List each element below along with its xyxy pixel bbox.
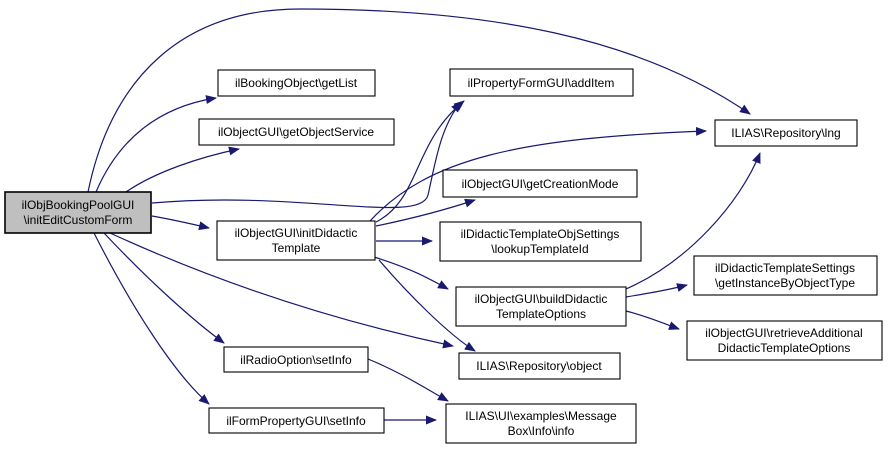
node-retrieveAdditionalDidacticTemplateOptions[interactable]: ilObjectGUI\retrieveAdditional DidacticT…: [686, 320, 883, 361]
node-formPropertySetInfo[interactable]: ilFormPropertyGUI\setInfo: [208, 407, 385, 434]
node-lookupTemplateId[interactable]: ilDidacticTemplateObjSettings \lookupTem…: [439, 221, 642, 262]
node-buildDidacticTemplateOptions-box[interactable]: [455, 286, 627, 327]
node-lookupTemplateId-box[interactable]: [439, 221, 642, 262]
edge-initDidacticTemplate-to-lng: [369, 126, 707, 222]
node-initDidacticTemplate-label-line1: ilObjectGUI\initDidactic: [235, 226, 358, 240]
node-initDidacticTemplate-box[interactable]: [216, 220, 376, 261]
node-initDidacticTemplate[interactable]: ilObjectGUI\initDidactic Template: [216, 220, 376, 261]
edge-buildDidacticTemplateOptions-to-getInstanceByObjectType: [625, 283, 688, 298]
node-getInstanceByObjectType-label-line1: ilDidacticTemplateSettings: [715, 261, 855, 275]
node-retrieveAdditionalDidacticTemplateOptions-label-line2: DidacticTemplateOptions: [718, 341, 851, 355]
node-retrieveAdditionalDidacticTemplateOptions-label-line1: ilObjectGUI\retrieveAdditional: [705, 326, 862, 340]
node-object-box[interactable]: [458, 352, 621, 380]
edge-initEditCustomForm-to-getObjectService: [125, 146, 240, 193]
edge-initEditCustomForm-to-addItem: [151, 101, 462, 209]
node-getList[interactable]: ilBookingObject\getList: [217, 69, 376, 97]
node-messageBoxInfo-label-line2: Box\Info\info: [508, 424, 575, 438]
node-initEditCustomForm-label-line1: ilObjBookingPoolGUI: [22, 198, 135, 212]
node-lookupTemplateId-label-line1: ilDidacticTemplateObjSettings: [461, 227, 620, 241]
node-getCreationMode[interactable]: ilObjectGUI\getCreationMode: [442, 169, 638, 198]
node-addItem-box[interactable]: [449, 68, 634, 97]
node-getCreationMode-box[interactable]: [442, 169, 638, 198]
node-lng[interactable]: ILIAS\Repository\lng: [714, 119, 858, 147]
node-getInstanceByObjectType-box[interactable]: [693, 255, 878, 296]
edge-initEditCustomForm-to-initDidacticTemplate: [151, 215, 210, 231]
node-messageBoxInfo[interactable]: ILIAS\UI\examples\Message Box\Info\info: [445, 403, 637, 444]
node-getObjectService-label: ilObjectGUI\getObjectService: [218, 125, 374, 139]
node-getInstanceByObjectType-label-line2: \getInstanceByObjectType: [715, 276, 855, 290]
node-lookupTemplateId-label-line2: \lookupTemplateId: [491, 242, 588, 256]
edge-initEditCustomForm-to-object: [109, 232, 454, 349]
node-formPropertySetInfo-label: ilFormPropertyGUI\setInfo: [226, 414, 366, 428]
edge-buildDidacticTemplateOptions-to-lng: [625, 152, 761, 290]
node-getObjectService[interactable]: ilObjectGUI\getObjectService: [198, 118, 395, 146]
node-getList-label: ilBookingObject\getList: [235, 76, 358, 90]
node-messageBoxInfo-box[interactable]: [445, 403, 637, 444]
edge-radioOptionSetInfo-to-messageBoxInfo: [367, 358, 449, 402]
edge-buildDidacticTemplateOptions-to-retrieveAdditionalDidacticTemplateOptions: [625, 310, 680, 330]
node-getList-box[interactable]: [217, 69, 376, 97]
node-radioOptionSetInfo[interactable]: ilRadioOption\setInfo: [223, 346, 369, 373]
node-getObjectService-box[interactable]: [198, 118, 395, 146]
node-addItem[interactable]: ilPropertyFormGUI\addItem: [449, 68, 634, 97]
node-formPropertySetInfo-box[interactable]: [208, 407, 385, 434]
node-getCreationMode-label: ilObjectGUI\getCreationMode: [462, 177, 619, 191]
node-getInstanceByObjectType[interactable]: ilDidacticTemplateSettings \getInstanceB…: [693, 255, 878, 296]
edge-initDidacticTemplate-to-getCreationMode: [375, 198, 476, 227]
edge-initEditCustomForm-to-formPropertySetInfo: [93, 232, 210, 405]
node-radioOptionSetInfo-box[interactable]: [223, 346, 369, 373]
node-addItem-label: ilPropertyFormGUI\addItem: [468, 76, 615, 90]
edge-initEditCustomForm-to-getList: [95, 95, 217, 193]
node-initEditCustomForm-box: [4, 191, 152, 234]
node-lng-label: ILIAS\Repository\lng: [731, 126, 840, 140]
node-initEditCustomForm: ilObjBookingPoolGUI \initEditCustomForm: [4, 191, 152, 234]
node-initDidacticTemplate-label-line2: Template: [272, 241, 321, 255]
edge-initEditCustomForm-to-radioOptionSetInfo: [103, 232, 225, 344]
node-messageBoxInfo-label-line1: ILIAS\UI\examples\Message: [465, 409, 617, 423]
edge-initDidacticTemplate-to-addItem: [375, 100, 465, 223]
node-retrieveAdditionalDidacticTemplateOptions-box[interactable]: [686, 320, 883, 361]
node-object[interactable]: ILIAS\Repository\object: [458, 352, 621, 380]
node-buildDidacticTemplateOptions[interactable]: ilObjectGUI\buildDidactic TemplateOption…: [455, 286, 627, 327]
node-radioOptionSetInfo-label: ilRadioOption\setInfo: [240, 353, 352, 367]
node-initEditCustomForm-label-line2: \initEditCustomForm: [24, 213, 133, 227]
edge-initDidacticTemplate-to-object: [378, 259, 476, 352]
node-layer: ilObjBookingPoolGUI \initEditCustomForm …: [4, 68, 883, 444]
node-lng-box[interactable]: [714, 119, 858, 147]
node-object-label: ILIAS\Repository\object: [476, 359, 602, 373]
node-buildDidacticTemplateOptions-label-line2: TemplateOptions: [496, 307, 586, 321]
node-buildDidacticTemplateOptions-label-line1: ilObjectGUI\buildDidactic: [475, 292, 608, 306]
edge-initDidacticTemplate-to-buildDidacticTemplateOptions: [373, 256, 449, 290]
edge-initEditCustomForm-to-lng: [87, 8, 751, 193]
edge-layer: [87, 8, 761, 425]
